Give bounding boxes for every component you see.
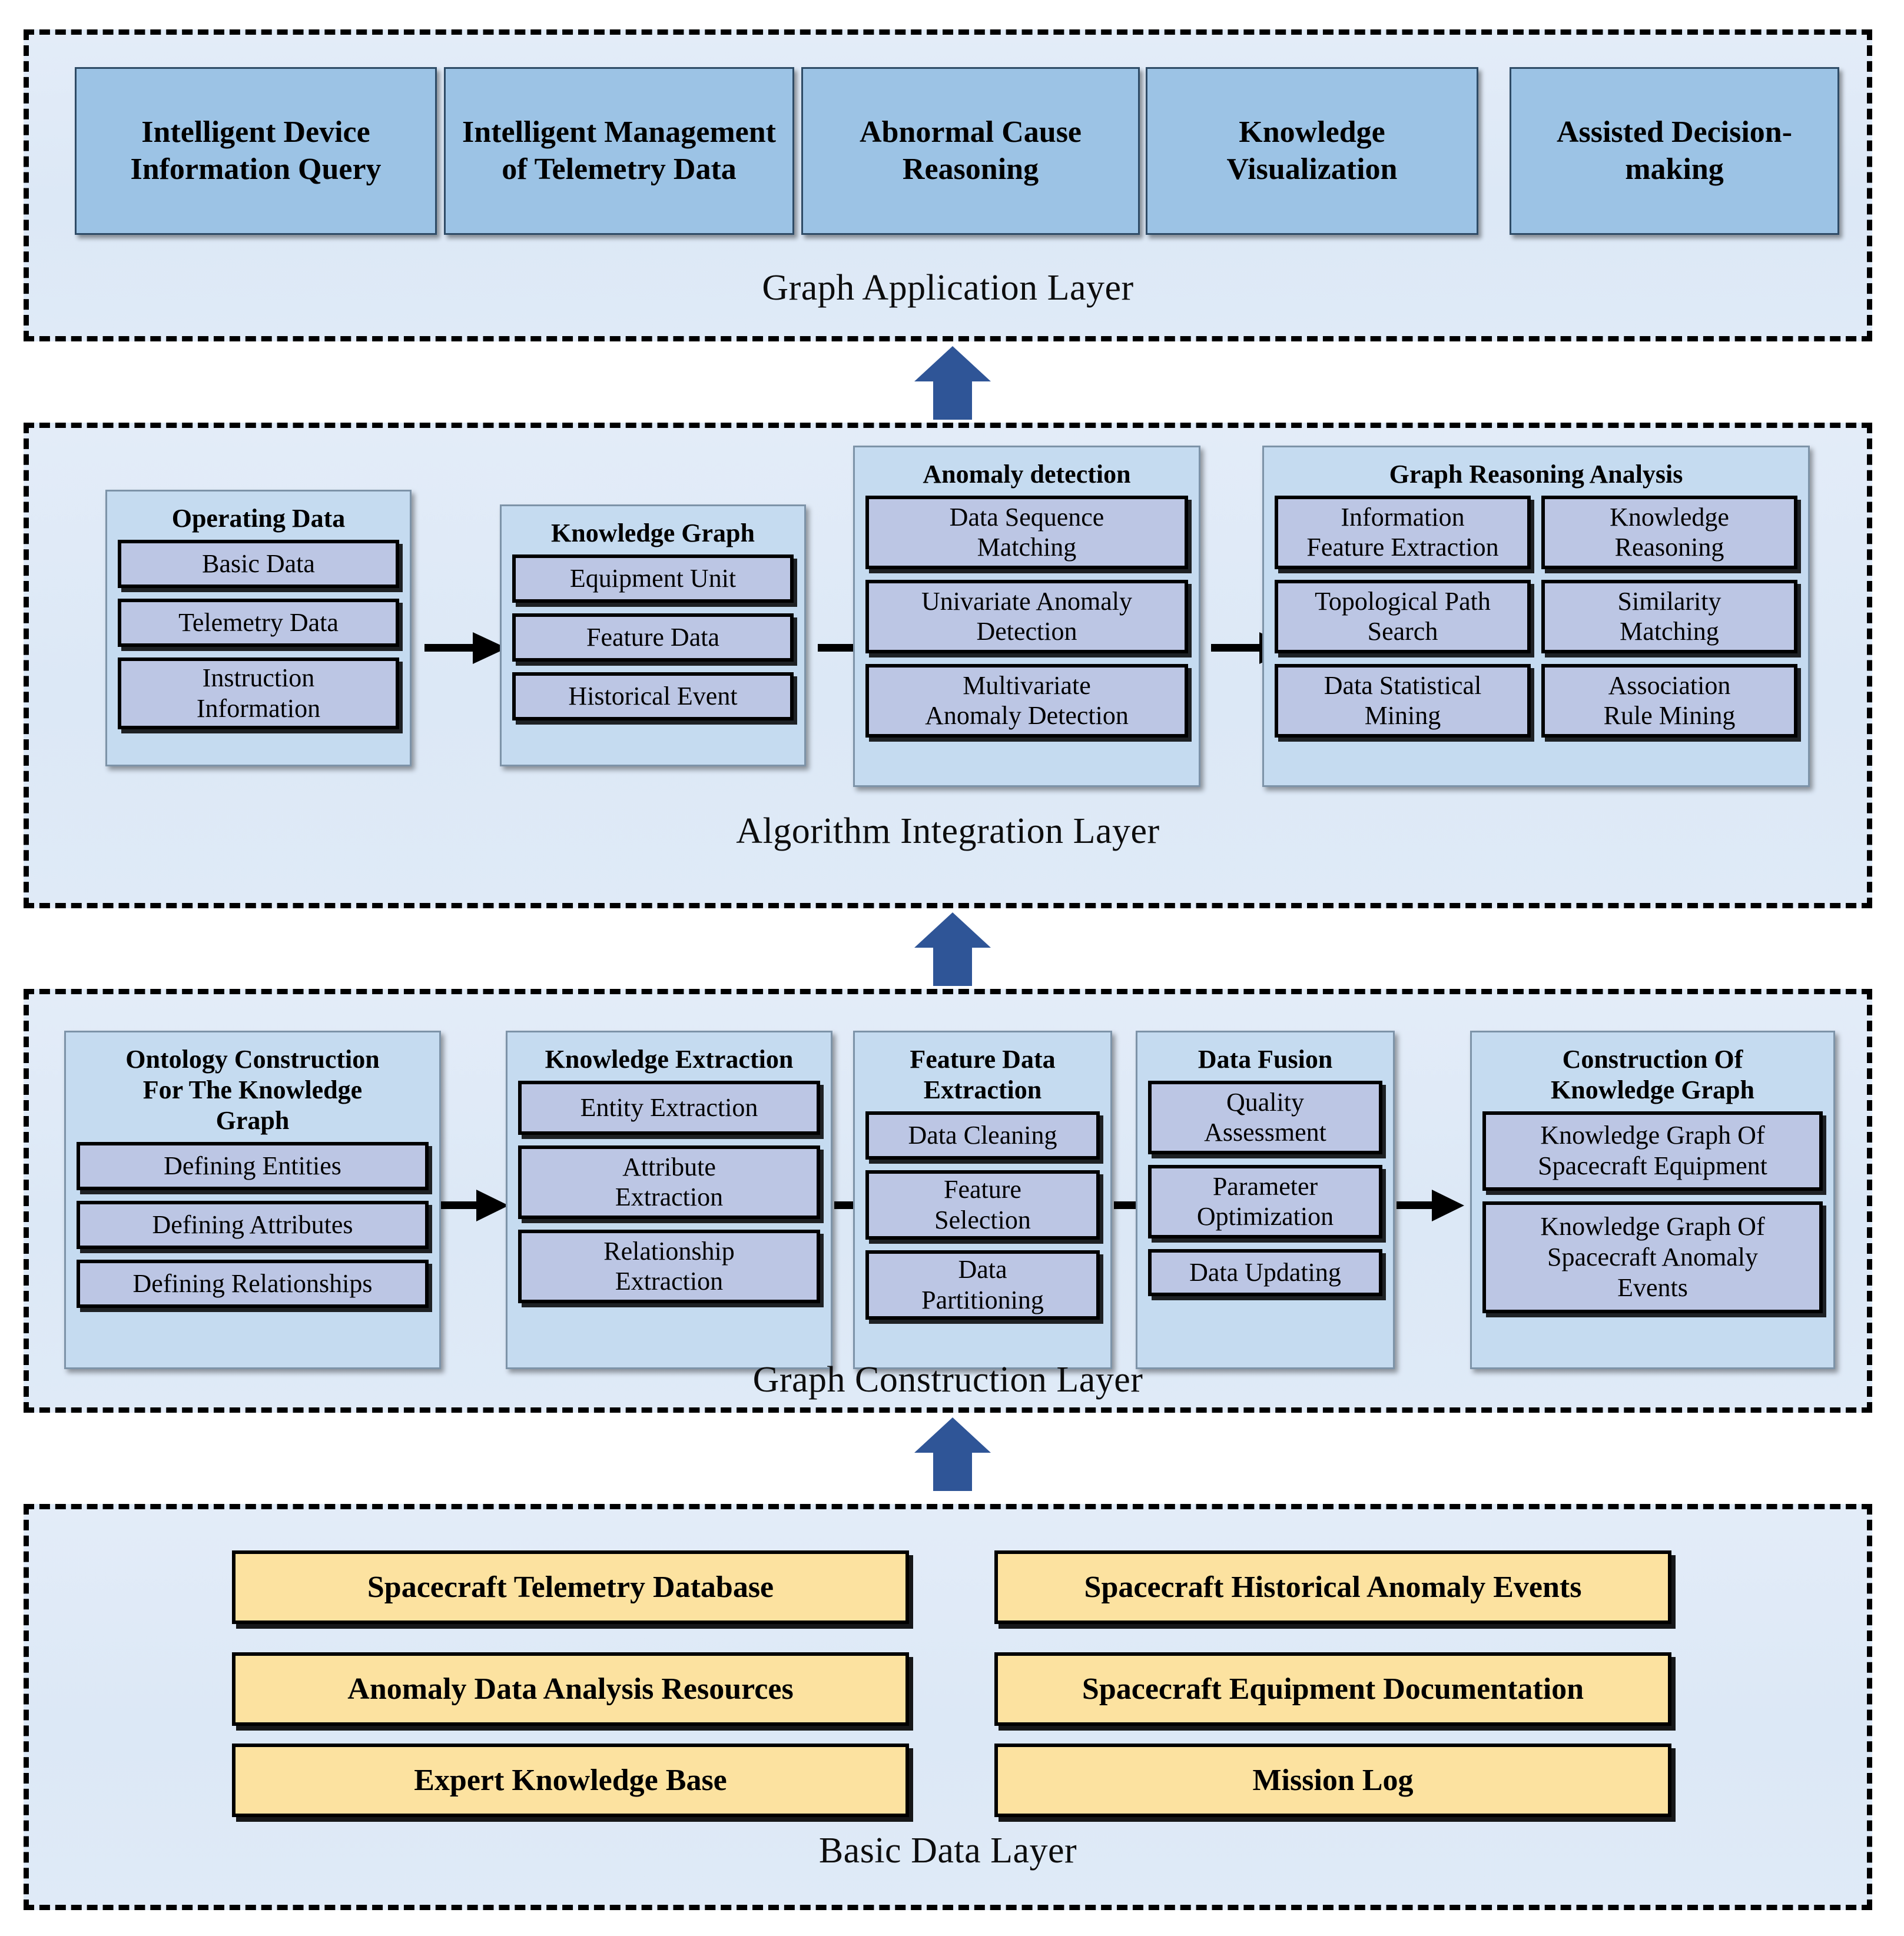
group-item[interactable]: Relationship Extraction [518,1229,820,1303]
group-title-ontology-construction: Ontology Construction For The Knowledge … [125,1045,380,1135]
group-knowledge-graph: Knowledge Graph Equipment Unit Feature D… [500,504,806,766]
graph-construction-layer: Ontology Construction For The Knowledge … [24,989,1872,1413]
data-card-mission-log[interactable]: Mission Log [994,1744,1671,1817]
data-card-spacecraft-telemetry-database[interactable]: Spacecraft Telemetry Database [232,1550,909,1624]
group-item[interactable]: Entity Extraction [518,1080,820,1135]
app-card-label: Knowledge Visualization [1226,115,1398,186]
group-item[interactable]: Attribute Extraction [518,1145,820,1219]
data-card-spacecraft-equipment-documentation[interactable]: Spacecraft Equipment Documentation [994,1652,1671,1726]
group-item[interactable]: Similarity Matching [1541,579,1797,653]
app-card-knowledge-visualization[interactable]: Knowledge Visualization [1146,67,1478,235]
group-item[interactable]: Multivariate Anomaly Detection [865,663,1188,738]
flow-arrow-right-con-1 [441,1188,509,1223]
group-item[interactable]: Data Sequence Matching [865,495,1188,569]
group-item[interactable]: Feature Data [512,613,794,662]
flow-arrow-right-con-4 [1397,1188,1464,1223]
group-item[interactable]: Univariate Anomaly Detection [865,579,1188,653]
group-knowledge-extraction: Knowledge Extraction Entity Extraction A… [506,1031,832,1369]
group-item[interactable]: Quality Assessment [1148,1080,1382,1154]
layer-caption-graph-application: Graph Application Layer [762,268,1134,308]
group-item[interactable]: Information Feature Extraction [1275,495,1531,569]
app-card-label: Assisted Decision-making [1556,115,1793,186]
flow-arrow-up-3 [914,1417,991,1491]
layer-caption-algorithm-integration: Algorithm Integration Layer [736,811,1160,851]
group-construction-of-knowledge-graph: Construction Of Knowledge Graph Knowledg… [1470,1031,1835,1369]
data-card-spacecraft-historical-anomaly-events[interactable]: Spacecraft Historical Anomaly Events [994,1550,1671,1624]
group-item[interactable]: Historical Event [512,672,794,720]
group-item[interactable]: Data Updating [1148,1248,1382,1296]
group-title-knowledge-graph: Knowledge Graph [551,519,755,547]
group-title-feature-data-extraction: Feature Data Extraction [910,1045,1056,1104]
group-item[interactable]: Data Partitioning [865,1250,1100,1320]
group-item[interactable]: Topological Path Search [1275,579,1531,653]
group-item[interactable]: Defining Relationships [77,1259,429,1308]
flow-arrow-up-2 [914,912,991,986]
layer-caption-basic-data: Basic Data Layer [818,1831,1077,1871]
group-item[interactable]: Parameter Optimization [1148,1164,1382,1238]
group-item[interactable]: Association Rule Mining [1541,663,1797,738]
group-item[interactable]: Defining Entities [77,1141,429,1190]
group-graph-reasoning-analysis: Graph Reasoning Analysis Information Fea… [1262,446,1810,787]
group-title-construction-of-knowledge-graph: Construction Of Knowledge Graph [1551,1045,1754,1104]
group-anomaly-detection: Anomaly detection Data Sequence Matching… [853,446,1200,787]
graph-application-layer: Intelligent Device Information Query Int… [24,29,1872,341]
data-card-expert-knowledge-base[interactable]: Expert Knowledge Base [232,1744,909,1817]
group-title-data-fusion: Data Fusion [1198,1045,1333,1074]
group-item[interactable]: Feature Selection [865,1170,1100,1240]
basic-data-layer: Spacecraft Telemetry Database Anomaly Da… [24,1504,1872,1910]
app-card-assisted-decision-making[interactable]: Assisted Decision-making [1510,67,1839,235]
group-title-graph-reasoning-analysis: Graph Reasoning Analysis [1389,460,1683,489]
group-title-anomaly-detection: Anomaly detection [923,460,1131,489]
group-item[interactable]: Data Cleaning [865,1111,1100,1160]
group-item[interactable]: Defining Attributes [77,1200,429,1249]
group-ontology-construction: Ontology Construction For The Knowledge … [64,1031,441,1369]
group-title-operating-data: Operating Data [171,504,346,533]
group-data-fusion: Data Fusion Quality Assessment Parameter… [1136,1031,1395,1369]
flow-arrow-right-alg-1 [424,631,507,665]
layer-caption-graph-construction: Graph Construction Layer [752,1360,1143,1400]
data-card-anomaly-data-analysis-resources[interactable]: Anomaly Data Analysis Resources [232,1652,909,1726]
app-card-intelligent-management-of-telemetry-data[interactable]: Intelligent Management of Telemetry Data [444,67,794,235]
app-card-abnormal-cause-reasoning[interactable]: Abnormal Cause Reasoning [801,67,1140,235]
group-item[interactable]: Knowledge Graph Of Spacecraft Equipment [1482,1111,1823,1191]
app-card-label: Intelligent Management of Telemetry Data [462,115,776,186]
group-operating-data: Operating Data Basic Data Telemetry Data… [105,490,412,766]
group-item[interactable]: Knowledge Reasoning [1541,495,1797,569]
app-card-intelligent-device-information-query[interactable]: Intelligent Device Information Query [75,67,437,235]
group-item[interactable]: Equipment Unit [512,554,794,603]
app-card-label: Abnormal Cause Reasoning [859,115,1082,186]
group-item[interactable]: Telemetry Data [118,598,399,647]
flow-arrow-up-1 [914,346,991,420]
algorithm-integration-layer: Operating Data Basic Data Telemetry Data… [24,423,1872,908]
group-item[interactable]: Instruction Information [118,657,399,729]
group-feature-data-extraction: Feature Data Extraction Data Cleaning Fe… [853,1031,1112,1369]
app-card-label: Intelligent Device Information Query [130,115,382,186]
group-item[interactable]: Data Statistical Mining [1275,663,1531,738]
group-item[interactable]: Knowledge Graph Of Spacecraft Anomaly Ev… [1482,1201,1823,1313]
group-item[interactable]: Basic Data [118,539,399,588]
group-title-knowledge-extraction: Knowledge Extraction [545,1045,794,1074]
